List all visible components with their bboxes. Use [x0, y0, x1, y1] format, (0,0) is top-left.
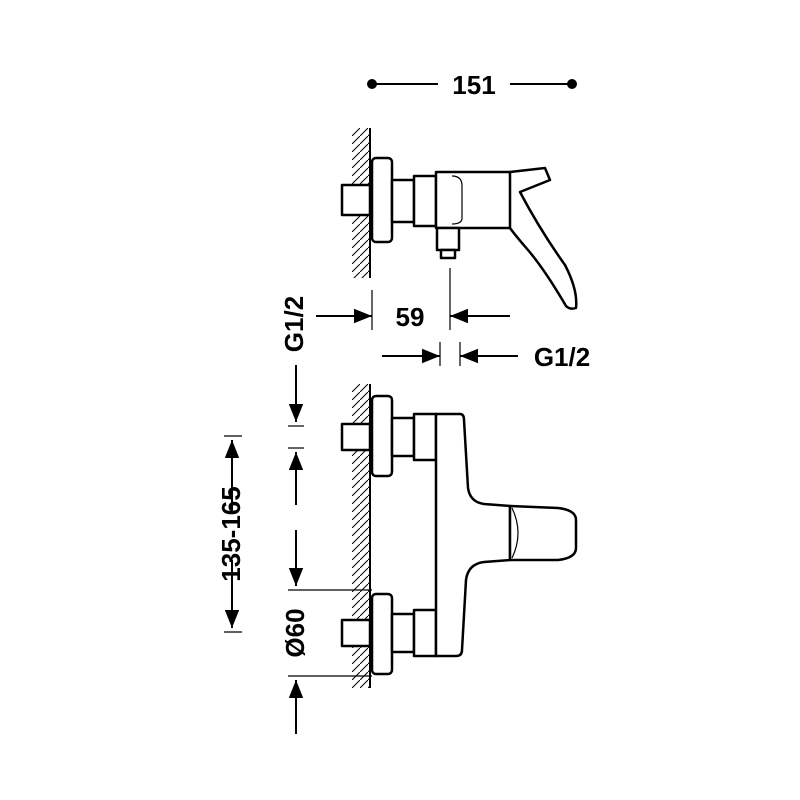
nut-top	[390, 178, 416, 224]
side-view	[340, 128, 578, 310]
handle-detail-front	[511, 507, 519, 559]
lever-handle-top	[508, 166, 578, 310]
nut2-upper	[412, 412, 438, 462]
pipe-stub-top	[340, 183, 372, 217]
dimension-151: 151	[367, 70, 577, 100]
dim-text-151: 151	[452, 70, 495, 100]
escutcheon-top	[370, 156, 394, 244]
dimension-outlet-thread: G1/2	[382, 342, 590, 372]
escutcheon-lower	[370, 592, 394, 676]
front-view	[340, 384, 578, 688]
escutcheon-upper	[370, 394, 394, 478]
mixer-body-top	[434, 170, 514, 230]
nut-lower	[390, 612, 416, 654]
outlet-spout-top	[435, 226, 461, 252]
pipe-stub-lower	[340, 618, 372, 648]
dim-text-centre-distance: 135-165	[216, 486, 246, 581]
wall-hatch-bottom	[352, 384, 370, 688]
pipe-stub-upper	[340, 422, 372, 452]
dim-text-59: 59	[396, 302, 425, 332]
nut2-lower	[412, 608, 438, 658]
dim-text-outlet-thread: G1/2	[534, 342, 590, 372]
handle-knob-front	[508, 504, 578, 562]
dimension-escutcheon-diameter: Ø60	[280, 530, 372, 734]
outlet-tip-top	[439, 248, 457, 260]
dimension-inlet-thread: G1/2	[279, 296, 309, 505]
nut-upper	[390, 416, 416, 458]
body-detail-top	[451, 175, 463, 225]
dimension-59: 59	[316, 268, 510, 332]
dimension-centre-distance: 135-165	[216, 435, 246, 633]
dim-text-inlet-thread: G1/2	[279, 296, 309, 352]
dim-text-escutcheon-diameter: Ø60	[280, 608, 310, 657]
mixer-body-front	[434, 412, 512, 658]
nut2-top	[412, 174, 438, 228]
